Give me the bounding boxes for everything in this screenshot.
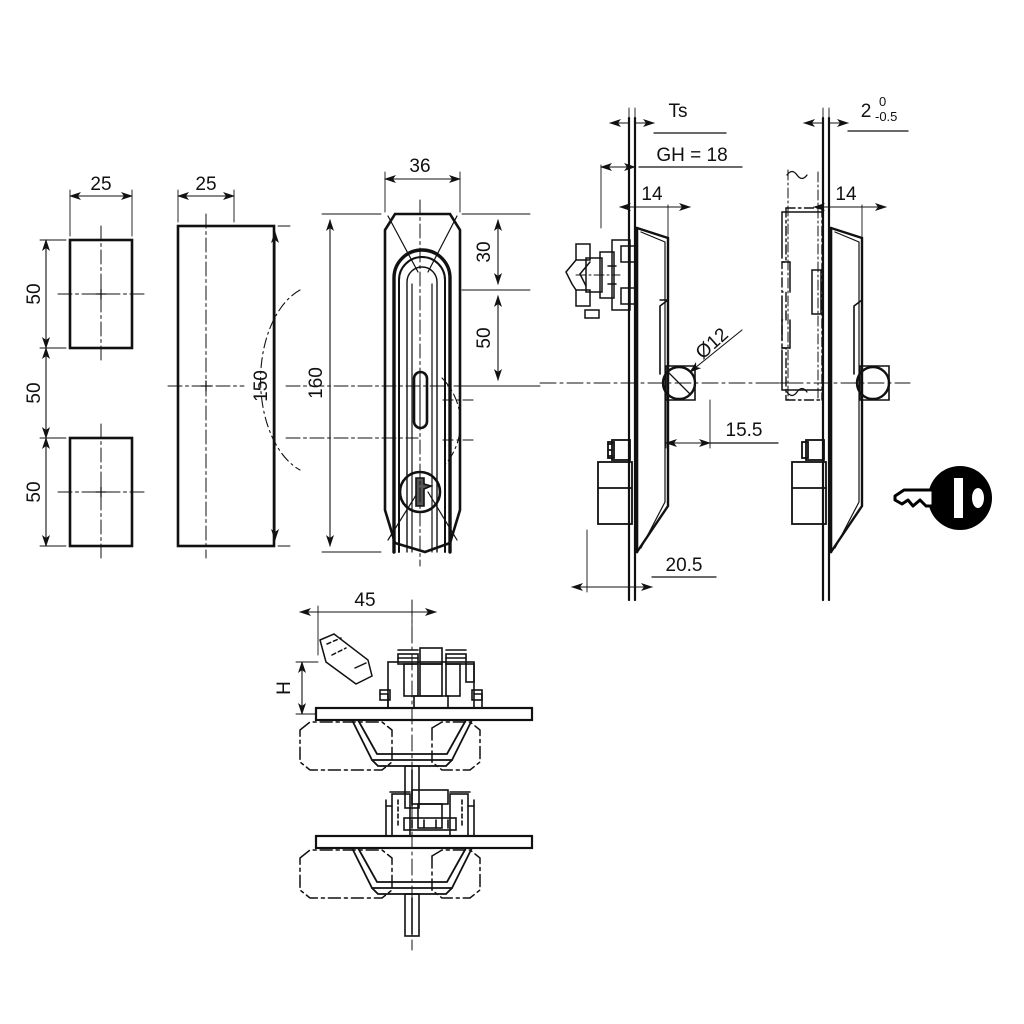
plate-view bbox=[167, 189, 291, 559]
leader-dia12 bbox=[689, 329, 743, 373]
key-icon bbox=[893, 466, 992, 530]
dim-label-36: 36 bbox=[409, 156, 430, 177]
d14a-ext bbox=[634, 204, 669, 301]
d14b-ext bbox=[828, 204, 863, 301]
cutout-view bbox=[39, 189, 145, 561]
dim-label-50b: 50 bbox=[24, 382, 45, 403]
side-section-view bbox=[539, 107, 791, 602]
cam-arms-phantom-b bbox=[299, 849, 481, 899]
lock-housing-b bbox=[791, 439, 827, 525]
dim-label-160: 160 bbox=[306, 367, 327, 399]
side-hidden-view bbox=[759, 107, 911, 602]
dim-label-150: 150 bbox=[251, 370, 272, 402]
handle-recess-outer bbox=[392, 248, 452, 554]
key-bow-hole bbox=[972, 488, 984, 508]
dim-label-14a: 14 bbox=[641, 184, 663, 205]
shaft-boss-housing bbox=[665, 365, 696, 401]
handle-body-line bbox=[406, 266, 438, 553]
dim-label-50a: 50 bbox=[24, 283, 45, 304]
front-ext-30-50 bbox=[461, 213, 531, 387]
dim-label-tol-sub: -0.5 bbox=[875, 109, 897, 124]
handle-swing-arc bbox=[441, 377, 478, 469]
d205-ext bbox=[586, 529, 636, 593]
dim-label-ts: Ts bbox=[669, 101, 688, 122]
dim-label-gh: GH = 18 bbox=[656, 145, 727, 166]
handle-profile-left bbox=[260, 289, 301, 471]
mechanism-top-b bbox=[385, 789, 475, 837]
dim-label-50-front: 50 bbox=[474, 327, 495, 348]
mechanism-top-a bbox=[379, 647, 483, 709]
dim-label-50c: 50 bbox=[24, 481, 45, 502]
dim-label-205: 20.5 bbox=[666, 555, 703, 576]
ts-ext bbox=[628, 107, 636, 119]
front-ext-160 bbox=[321, 213, 382, 553]
dim-label-30: 30 bbox=[474, 241, 495, 262]
key-bow-slot bbox=[954, 478, 963, 518]
front-view bbox=[260, 171, 541, 567]
dim-label-25a: 25 bbox=[90, 174, 111, 195]
dim-label-14b: 14 bbox=[835, 184, 857, 205]
center-cross-marks bbox=[95, 288, 107, 498]
hidden-mechanism-solid bbox=[781, 211, 823, 391]
handle-phantom-a bbox=[319, 633, 373, 685]
tol-ext bbox=[822, 107, 830, 119]
dim-label-45: 45 bbox=[354, 590, 375, 611]
plate-center-cross bbox=[200, 380, 212, 392]
escutcheon-outline bbox=[383, 212, 462, 554]
handle-recess-inner bbox=[398, 256, 446, 553]
dim-label-25b: 25 bbox=[195, 174, 216, 195]
dim-label-155: 15.5 bbox=[726, 420, 763, 441]
cam-arms-phantom-a bbox=[299, 721, 481, 771]
escutcheon-side-inner bbox=[640, 231, 666, 549]
shaft-boss-housing-b bbox=[859, 365, 890, 401]
dim-label-tol-main: 2 bbox=[861, 101, 872, 122]
dim-label-tol-sup: 0 bbox=[879, 94, 886, 109]
dim-label-H: H bbox=[274, 681, 295, 695]
break-lines bbox=[786, 170, 808, 397]
top-section-view-b bbox=[299, 777, 534, 951]
escutcheon-side-inner-b bbox=[834, 231, 860, 549]
key-blade bbox=[893, 488, 935, 508]
lock-housing bbox=[597, 439, 633, 525]
